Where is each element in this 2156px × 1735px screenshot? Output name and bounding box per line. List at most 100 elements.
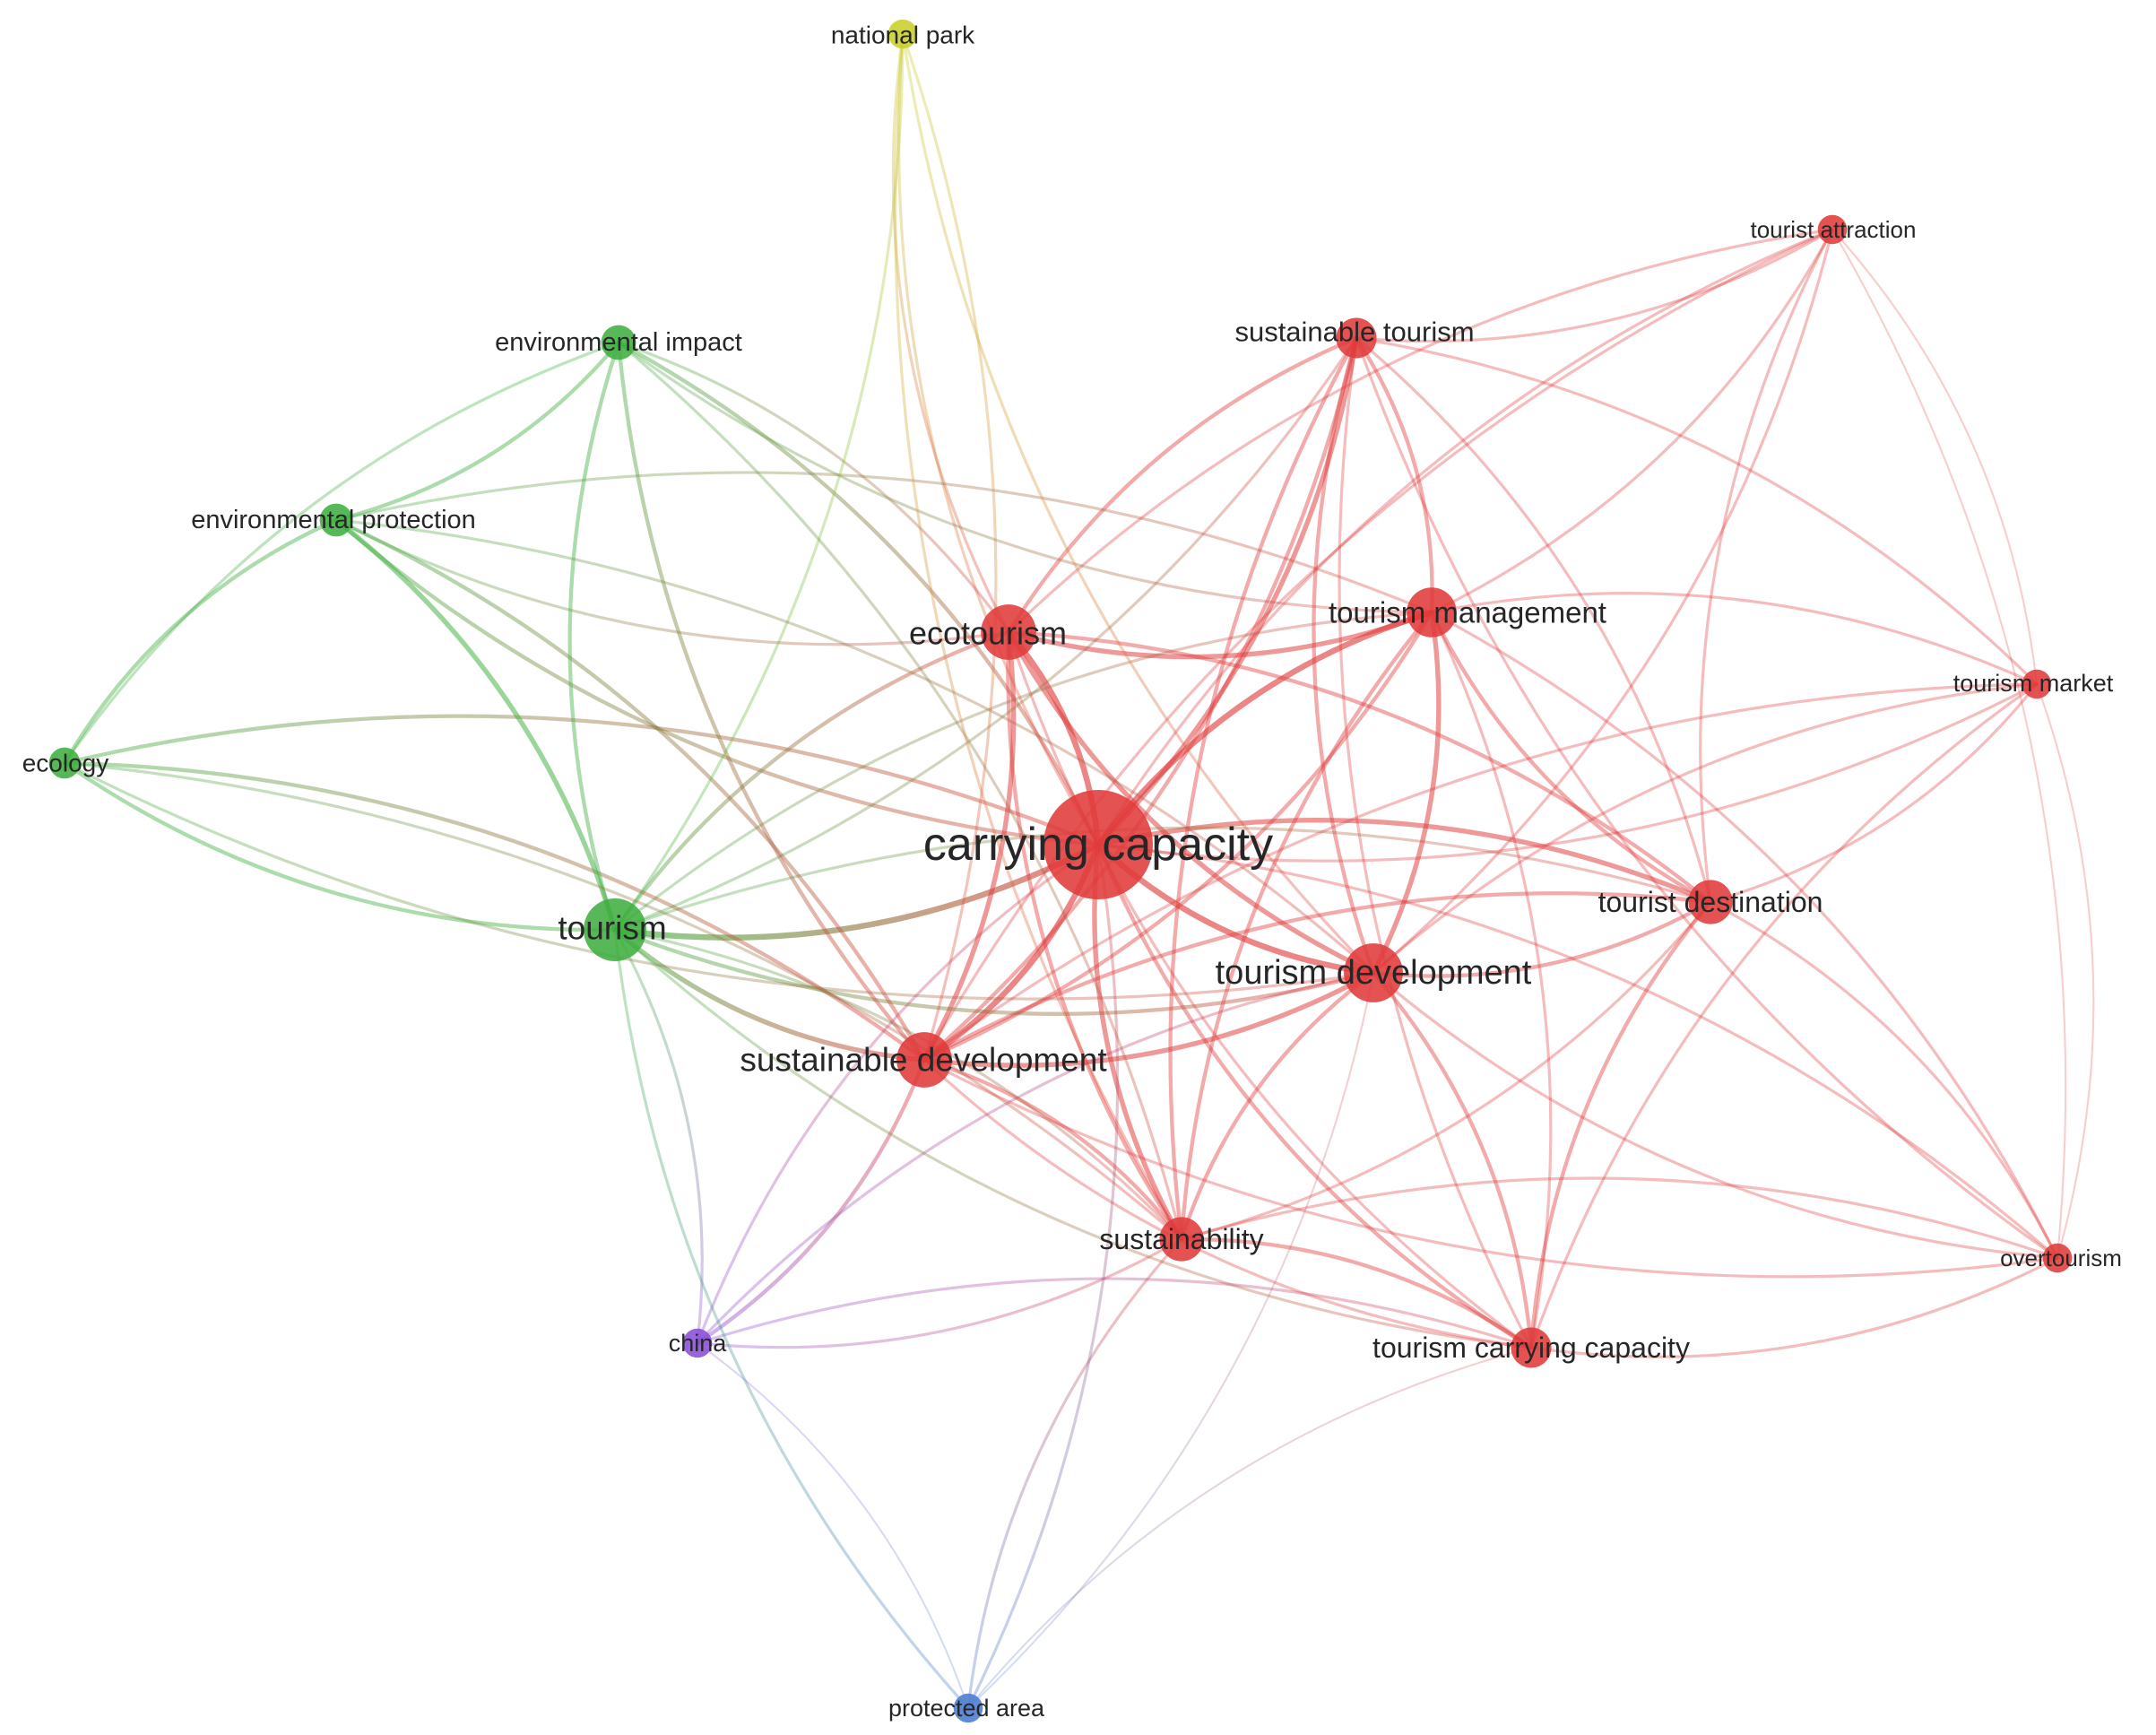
node-tourism-carrying-capacity[interactable] — [1511, 1327, 1552, 1368]
link-tourism-market-tourism-development — [1372, 682, 2039, 975]
node-tourist-destination[interactable] — [1688, 880, 1733, 924]
link-tourist-attraction-overtourism — [1831, 228, 2067, 1260]
link-tourism-protected-area — [613, 928, 970, 1710]
link-sustainable-tourism-tourism-carrying-capacity — [1338, 336, 1533, 1349]
link-tourist-attraction-sustainable-development — [922, 228, 1834, 1062]
link-tourist-destination-tourism — [613, 826, 1712, 932]
link-tourist-destination-sustainability — [1180, 900, 1712, 1241]
node-overtourism[interactable] — [2042, 1243, 2073, 1273]
link-sustainable-tourism-sustainability — [1168, 335, 1359, 1242]
node-tourist-attraction[interactable] — [1817, 214, 1848, 245]
link-carrying-capacity-tourist-attraction — [1096, 228, 1834, 846]
node-tourism-market[interactable] — [2022, 669, 2052, 699]
node-sustainable-tourism[interactable] — [1336, 317, 1377, 359]
link-sustainable-tourism-tourism-market — [1355, 336, 2039, 686]
link-tourism-management-tourism — [613, 611, 1433, 932]
link-tourism-management-environmental-protection — [334, 471, 1433, 614]
link-ecotourism-tourism-carrying-capacity — [1007, 630, 1533, 1349]
link-carrying-capacity-overtourism — [1096, 843, 2059, 1260]
link-carrying-capacity-tourism — [611, 841, 1102, 941]
link-ecotourism-national-park — [891, 32, 1010, 634]
label-sustainable-tourism: sustainable tourism — [1234, 317, 1474, 348]
link-tourism-management-sustainable-tourism — [1354, 335, 1434, 615]
node-environmental-protection[interactable] — [319, 503, 353, 537]
link-carrying-capacity-environmental-protection — [333, 517, 1101, 847]
node-protected-area[interactable] — [953, 1693, 983, 1723]
link-sustainability-overtourism — [1180, 1176, 2059, 1260]
link-sustainable-development-tourism — [612, 927, 927, 1063]
label-tourist-attraction: tourist attraction — [1751, 216, 1917, 243]
link-tourism-market-sustainable-development — [922, 682, 2039, 1062]
link-tourism-development-sustainability — [1179, 970, 1376, 1242]
link-tourism-development-sustainable-development — [922, 970, 1376, 1068]
link-tourism-development-tourism-carrying-capacity — [1371, 970, 1534, 1350]
link-ecotourism-environmental-protection — [334, 518, 1010, 646]
link-carrying-capacity-protected-area — [966, 843, 1120, 1710]
link-sustainable-development-tourism-carrying-capacity — [922, 1058, 1533, 1349]
label-environmental-protection: environmental protection — [191, 506, 476, 534]
node-carrying-capacity[interactable] — [1043, 790, 1153, 899]
link-sustainable-development-ecology — [62, 760, 927, 1063]
link-sustainability-protected-area — [966, 1237, 1183, 1710]
link-tourism-national-park — [613, 32, 905, 932]
node-sustainable-development[interactable] — [896, 1032, 952, 1088]
link-carrying-capacity-ecology — [62, 714, 1101, 847]
link-sustainable-development-overtourism — [922, 1058, 2059, 1279]
link-tourism-market-tourism-carrying-capacity — [1529, 682, 2039, 1349]
link-national-park-tourism-development — [901, 32, 1375, 975]
link-tourism-management-tourism-market — [1430, 592, 2039, 686]
node-sustainability[interactable] — [1159, 1217, 1204, 1262]
link-tourist-destination-tourism-development — [1371, 899, 1713, 978]
node-tourism[interactable] — [584, 898, 646, 961]
link-sustainable-development-sustainability — [922, 1057, 1184, 1242]
node-ecotourism[interactable] — [981, 604, 1036, 660]
link-tourism-management-environmental-impact — [617, 341, 1433, 614]
node-tourism-development[interactable] — [1344, 943, 1403, 1002]
link-tourism-environmental-impact — [567, 340, 621, 933]
label-tourism-carrying-capacity: tourism carrying capacity — [1372, 1332, 1690, 1364]
link-tourist-destination-sustainable-development — [922, 891, 1713, 1063]
link-carrying-capacity-sustainability — [1092, 842, 1184, 1242]
label-tourism-management: tourism management — [1329, 596, 1606, 629]
label-tourism-market: tourism market — [1953, 670, 2114, 697]
node-ecology[interactable] — [48, 747, 81, 779]
link-environmental-impact-sustainability — [617, 341, 1183, 1241]
link-sustainable-tourism-tourism — [613, 336, 1358, 932]
link-environmental-impact-ecology — [63, 341, 620, 765]
link-carrying-capacity-china — [696, 843, 1100, 1345]
links-layer — [62, 32, 2095, 1710]
link-tourist-attraction-tourism-market — [1831, 228, 2039, 686]
link-protected-area-tourism-carrying-capacity — [966, 1346, 1533, 1710]
link-tourism-management-overtourism — [1430, 611, 2059, 1260]
link-tourism-management-tourist-destination — [1429, 610, 1713, 905]
node-tourism-management[interactable] — [1407, 587, 1457, 638]
label-tourism-development: tourism development — [1216, 954, 1532, 992]
node-china[interactable] — [682, 1328, 713, 1358]
link-tourism-carrying-capacity-tourism — [613, 928, 1533, 1349]
node-environmental-impact[interactable] — [601, 325, 636, 360]
link-ecology-tourism-development — [63, 761, 1375, 1001]
link-carrying-capacity-environmental-impact — [616, 340, 1101, 847]
label-sustainability: sustainability — [1099, 1223, 1263, 1255]
label-carrying-capacity: carrying capacity — [923, 819, 1273, 871]
link-tourism-development-overtourism — [1372, 971, 2059, 1260]
label-overtourism: overtourism — [2000, 1245, 2122, 1271]
node-national-park[interactable] — [888, 19, 918, 49]
link-environmental-protection-tourism-development — [334, 518, 1375, 975]
label-ecology: ecology — [22, 750, 109, 777]
link-tourist-attraction-tourism-development — [1372, 228, 1834, 975]
link-national-park-sustainable-development — [901, 32, 998, 1062]
link-sustainable-development-environmental-impact — [616, 340, 927, 1063]
link-tourism-management-tourist-attraction — [1430, 228, 1834, 614]
link-tourist-attraction-tourist-destination — [1699, 228, 1834, 904]
link-ecology-sustainability — [63, 761, 1183, 1241]
link-tourism-management-sustainability — [1179, 610, 1434, 1242]
link-ecotourism-sustainable-tourism — [1006, 335, 1359, 635]
link-environmental-protection-ecology — [62, 517, 339, 766]
label-national-park: national park — [831, 22, 975, 49]
label-tourism: tourism — [558, 910, 666, 947]
link-sustainable-tourism-overtourism — [1355, 336, 2059, 1260]
link-environmental-impact-environmental-protection — [333, 340, 621, 523]
label-sustainable-development: sustainable development — [740, 1042, 1107, 1079]
label-china: china — [669, 1330, 728, 1357]
